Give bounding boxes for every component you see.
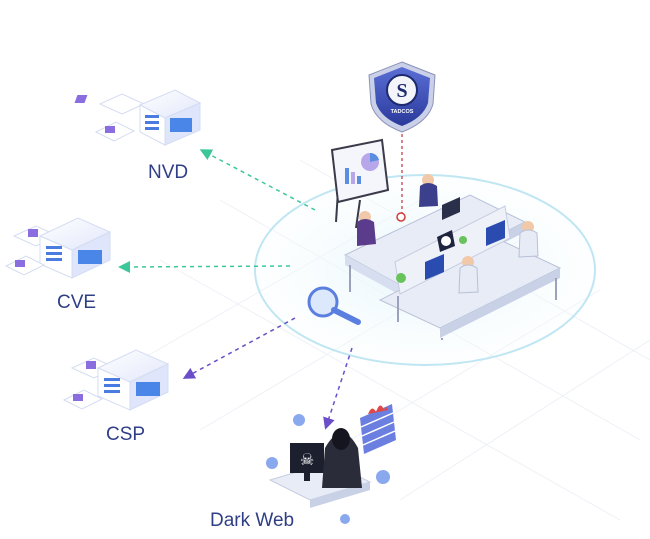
- nvd-server-icon: [74, 89, 202, 146]
- csp-server-icon: [62, 349, 170, 411]
- arrow-to-csp: [182, 317, 296, 379]
- svg-text:☠: ☠: [300, 450, 314, 469]
- firewall-icon: [360, 404, 396, 454]
- arrow-to-dark-web: [323, 347, 353, 430]
- arrow-to-cve: [118, 260, 291, 273]
- whiteboard-icon: [330, 138, 390, 229]
- shield-text: TADCOS: [391, 109, 414, 115]
- shield-connector-dot: [396, 212, 406, 222]
- hacker-icon: ☠: [268, 428, 372, 508]
- virus-icons: [266, 414, 390, 524]
- office-people-icon: [357, 174, 539, 294]
- csp-label: CSP: [106, 424, 146, 445]
- cve-server-icon: [4, 217, 112, 279]
- dark-web-label: Dark Web: [210, 510, 295, 531]
- magnifier-icon: [307, 286, 361, 325]
- nvd-label: NVD: [148, 162, 189, 183]
- svg-text:S: S: [396, 80, 407, 102]
- shield-logo: S: [368, 61, 436, 133]
- cve-label: CVE: [57, 292, 97, 313]
